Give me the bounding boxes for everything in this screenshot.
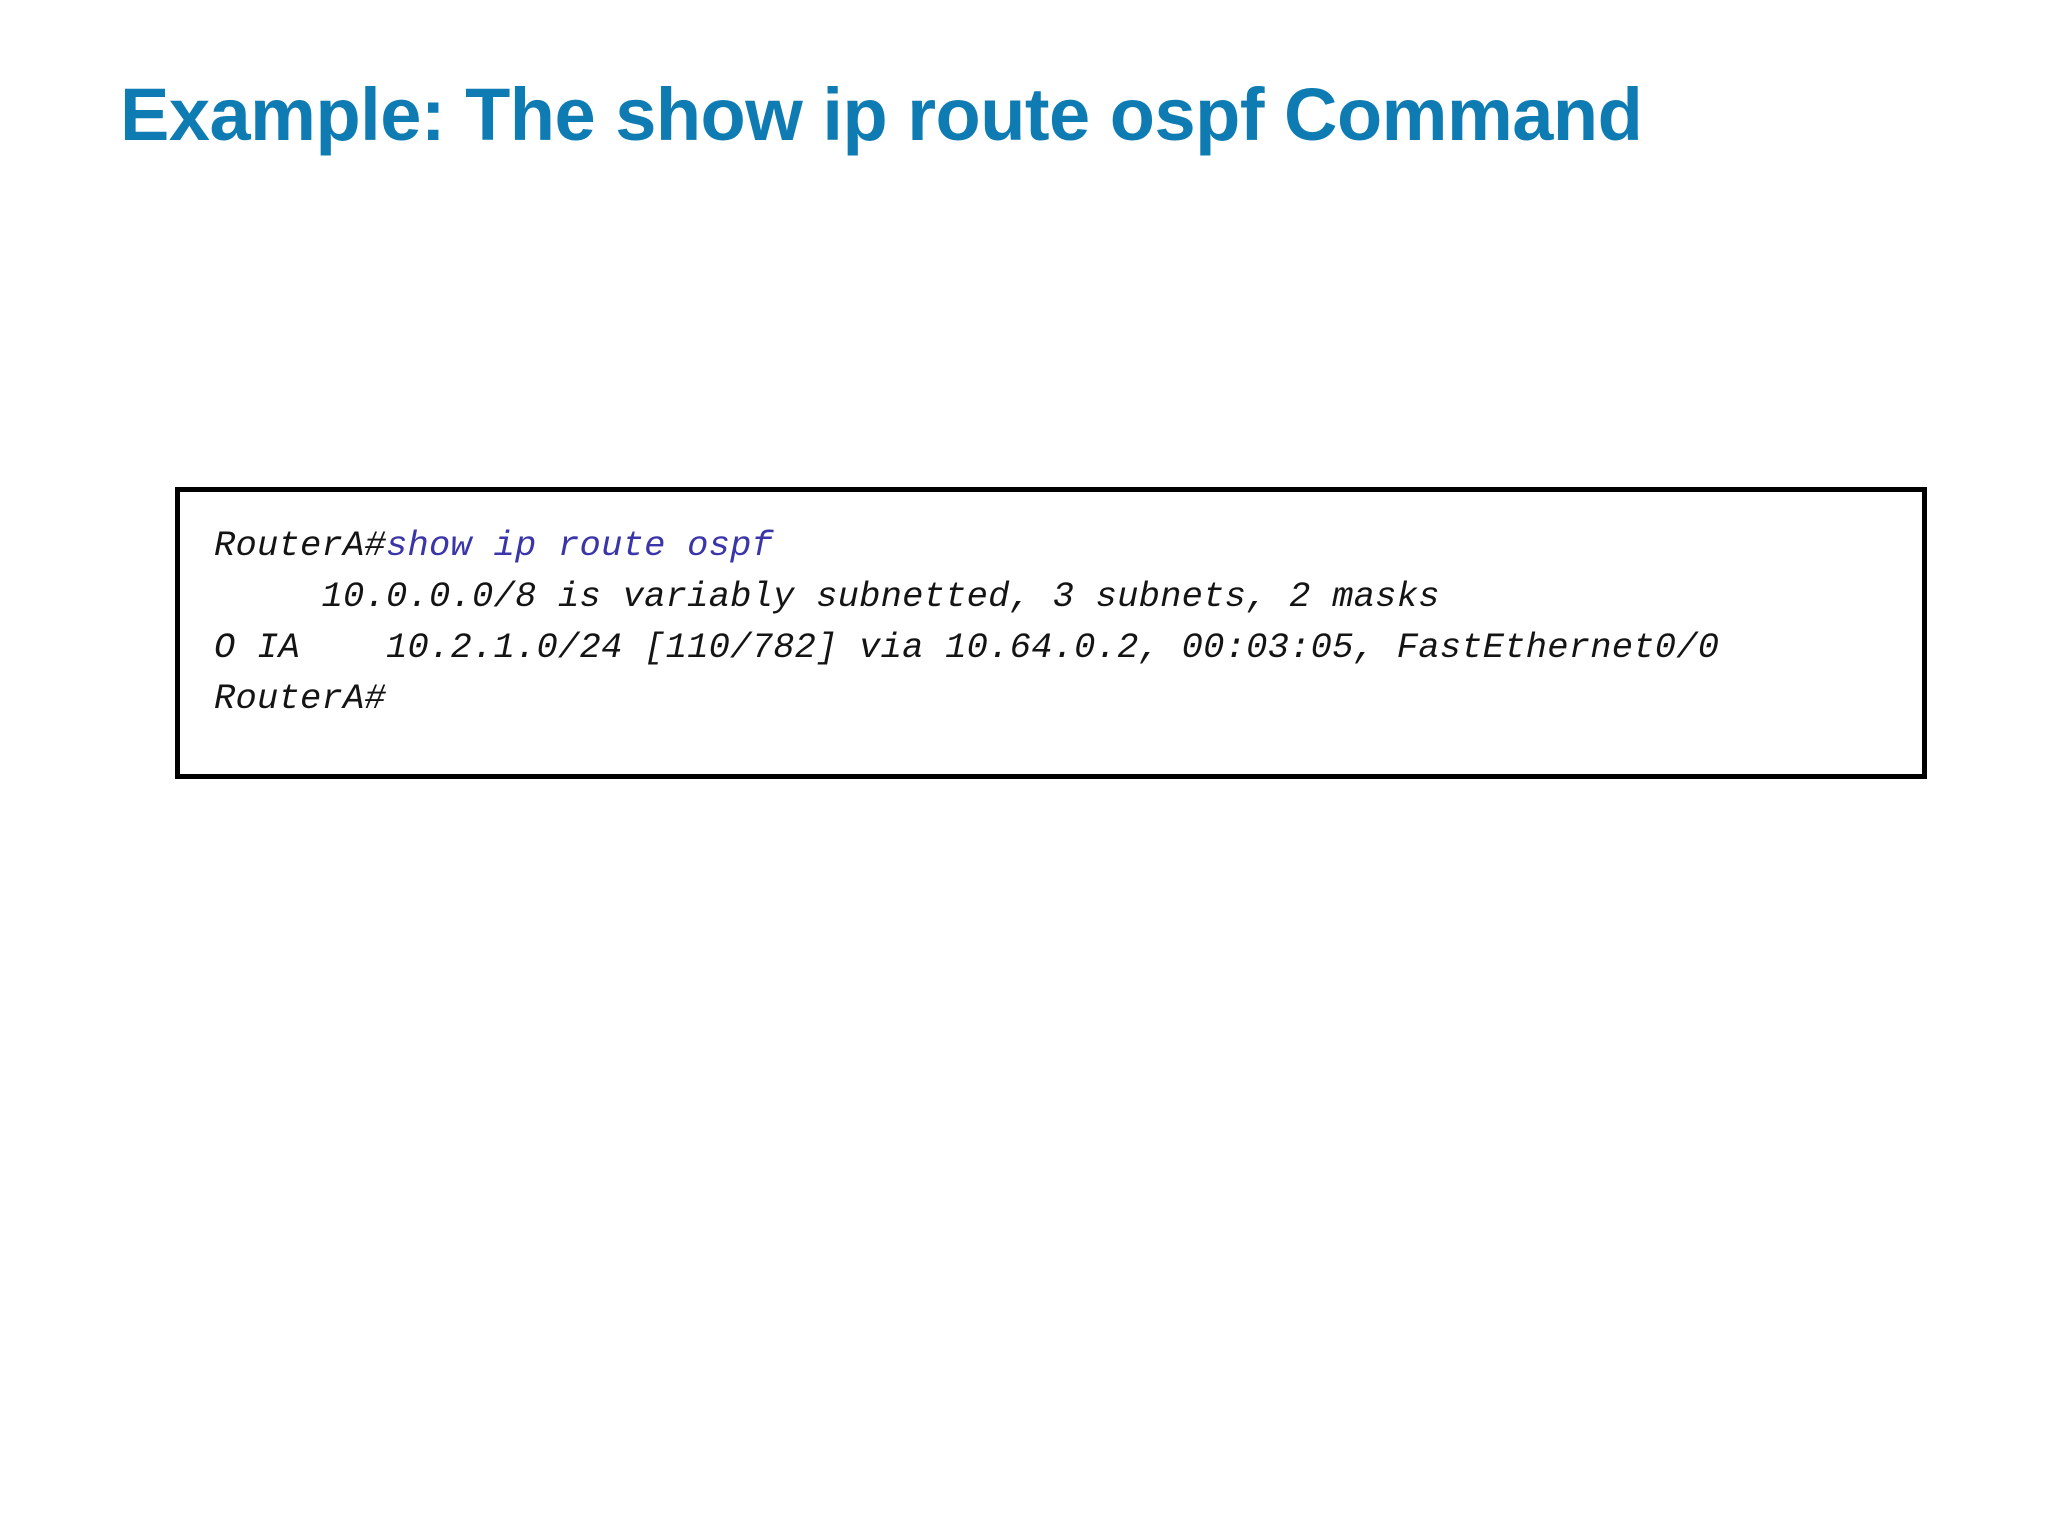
- cli-line-prompt-command: RouterA#show ip route ospf: [214, 520, 1914, 571]
- cli-line-route-entry: O IA 10.2.1.0/24 [110/782] via 10.64.0.2…: [214, 627, 1720, 668]
- cli-output-lines: RouterA#show ip route ospf 10.0.0.0/8 is…: [214, 520, 1914, 724]
- cli-line-subnet-summary: 10.0.0.0/8 is variably subnetted, 3 subn…: [214, 576, 1440, 617]
- cli-command-text: show ip route ospf: [386, 525, 774, 566]
- cli-line-trailing-prompt: RouterA#: [214, 678, 387, 719]
- page-title: Example: The show ip route ospf Command: [120, 72, 1643, 156]
- cli-output-box: RouterA#show ip route ospf 10.0.0.0/8 is…: [175, 487, 1927, 779]
- cli-prompt: RouterA#: [214, 525, 387, 566]
